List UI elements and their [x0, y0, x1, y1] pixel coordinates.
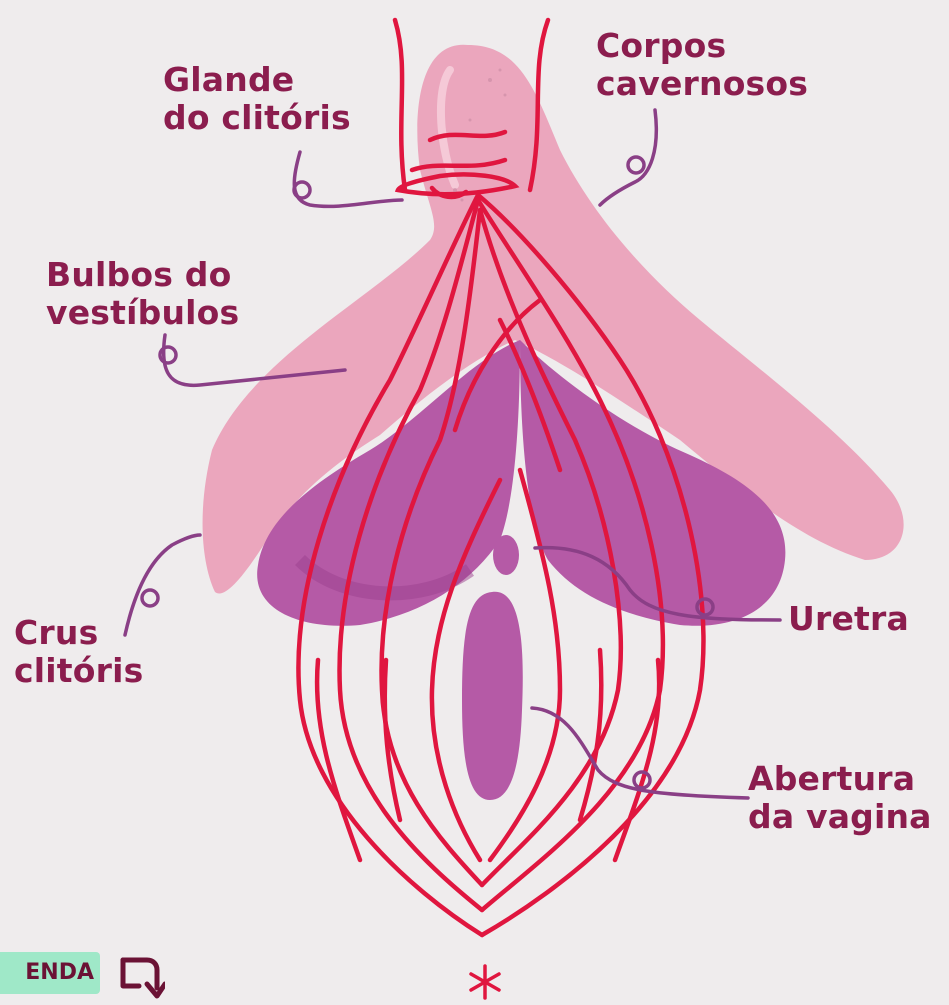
leader-glande [294, 152, 402, 206]
leader-corpos [600, 110, 656, 205]
label-crus-clitoris: Crus clitóris [14, 614, 143, 690]
label-abertura-da-vagina: Abertura da vagina [748, 760, 932, 836]
label-bulbos-do-vestibulos: Bulbos do vestíbulos [46, 256, 239, 332]
legend-tab[interactable]: ENDA [0, 952, 100, 994]
asterisk-icon [471, 966, 499, 998]
label-corpos-cavernosos: Corpos cavernosos [596, 27, 808, 103]
vaginal-opening-shape [462, 592, 523, 800]
urethra-shape [493, 535, 519, 575]
legend-arrow-icon[interactable] [117, 952, 165, 1002]
label-glande-do-clitoris: Glande do clitóris [163, 61, 351, 137]
label-uretra: Uretra [788, 600, 909, 638]
